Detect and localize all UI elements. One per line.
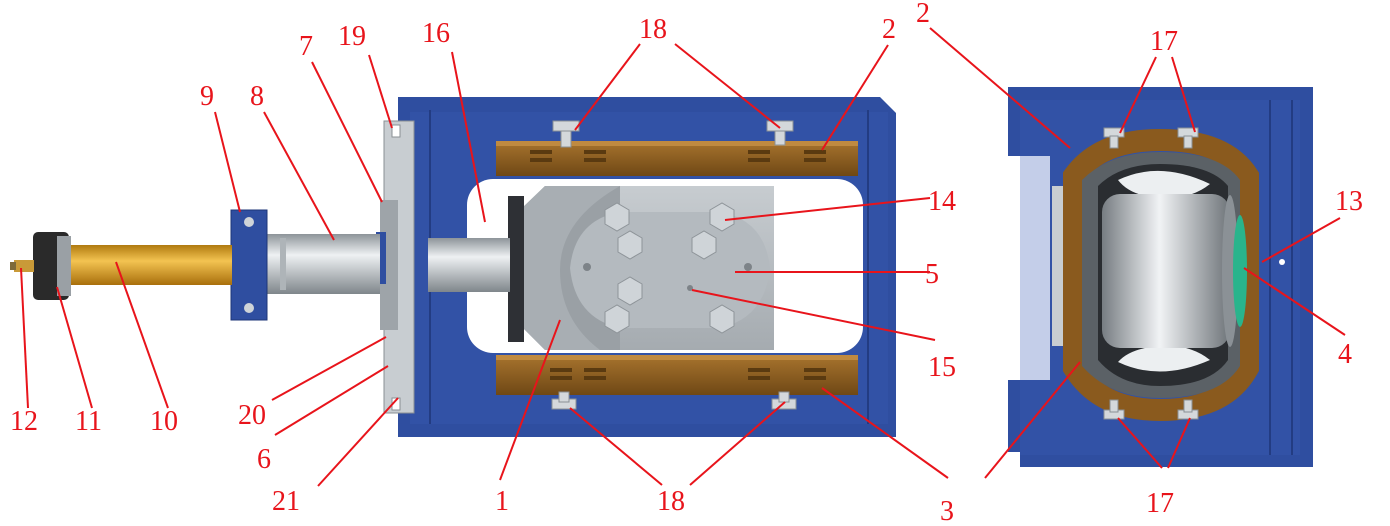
label-6: 6 (257, 444, 271, 475)
label-17-top: 17 (1150, 26, 1178, 57)
side-view (10, 97, 896, 437)
label-18-top: 18 (639, 14, 667, 45)
label-18-bottom: 18 (657, 486, 685, 517)
shaft-tip-12 (10, 260, 34, 272)
label-19: 19 (338, 21, 366, 52)
label-21: 21 (272, 486, 300, 517)
window-4 (1233, 215, 1247, 327)
label-1: 1 (495, 486, 509, 517)
label-5: 5 (925, 259, 939, 290)
label-14: 14 (928, 186, 956, 217)
drive-shaft-10 (70, 245, 232, 285)
bracket-9 (230, 209, 268, 321)
label-15: 15 (928, 352, 956, 383)
carriage-block-1 (508, 186, 774, 350)
output-shaft-16 (428, 238, 510, 292)
label-12: 12 (10, 406, 38, 437)
label-16: 16 (422, 18, 450, 49)
label-4: 4 (1338, 339, 1352, 370)
label-9: 9 (200, 81, 214, 112)
label-10: 10 (150, 406, 178, 437)
label-7: 7 (299, 31, 313, 62)
label-11: 11 (75, 406, 102, 437)
label-17-bottom: 17 (1146, 488, 1174, 519)
wheel-11 (33, 232, 71, 300)
label-2-end: 2 (916, 0, 930, 29)
label-13: 13 (1335, 186, 1363, 217)
label-2-side: 2 (882, 14, 896, 45)
label-8: 8 (250, 81, 264, 112)
leader-lines (20, 27, 1346, 487)
bolts-17 (1103, 127, 1199, 420)
label-20: 20 (238, 400, 266, 431)
callout-labels: 12 11 10 9 8 7 19 16 18 2 14 5 15 20 6 2… (10, 0, 1363, 526)
upper-rail-2 (496, 141, 858, 176)
end-view (1008, 87, 1313, 467)
mounting-plate-6 (376, 120, 415, 414)
drum-13 (1102, 194, 1238, 348)
label-3-side: 3 (940, 496, 954, 526)
lower-rail-3 (496, 355, 858, 395)
ring-2-3 (1063, 128, 1259, 422)
